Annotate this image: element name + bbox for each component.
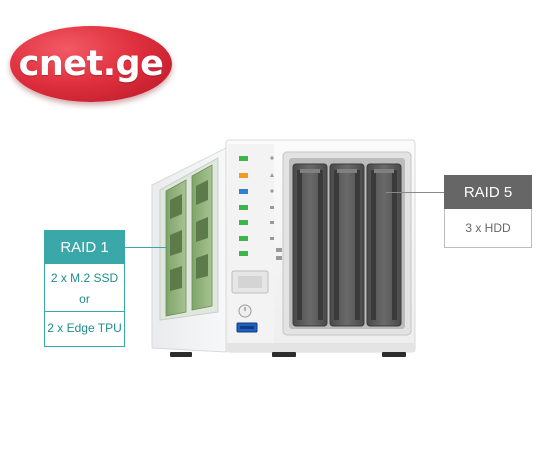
hdd-tray-3 <box>366 163 402 327</box>
led-disk2 <box>239 220 248 225</box>
raid1-title-box: RAID 1 <box>44 230 125 264</box>
raid1-line-1: 2 x M.2 SSD <box>50 271 119 285</box>
hdd-tray-2 <box>329 163 365 327</box>
foot-right <box>382 352 406 357</box>
led-m2-1 <box>239 251 248 256</box>
raid1-line-3: 2 x Edge TPU <box>47 321 122 335</box>
foot-center <box>272 352 296 357</box>
led-disk3 <box>239 236 248 241</box>
foot-left <box>170 352 192 357</box>
led-status <box>239 173 248 178</box>
raid1-line-2: or <box>79 292 90 306</box>
brand-logo: cnet.ge <box>10 26 172 102</box>
raid5-connector-line <box>386 192 444 193</box>
brand-logo-text: cnet.ge <box>18 44 164 84</box>
led-lan <box>239 189 248 194</box>
raid1-divider <box>45 311 124 312</box>
led-power <box>239 156 248 161</box>
hdd-tray-1 <box>292 163 328 327</box>
raid5-detail-box: 3 x HDD <box>444 209 532 248</box>
raid5-title-box: RAID 5 <box>444 175 532 209</box>
raid5-title: RAID 5 <box>463 183 513 201</box>
led-disk1 <box>239 205 248 210</box>
raid1-detail-box: 2 x M.2 SSD or 2 x Edge TPU <box>44 264 125 347</box>
raid5-line-1: 3 x HDD <box>465 221 511 235</box>
raid1-title: RAID 1 <box>60 238 109 256</box>
raid1-connector-line <box>125 247 167 248</box>
status-column <box>228 144 274 350</box>
